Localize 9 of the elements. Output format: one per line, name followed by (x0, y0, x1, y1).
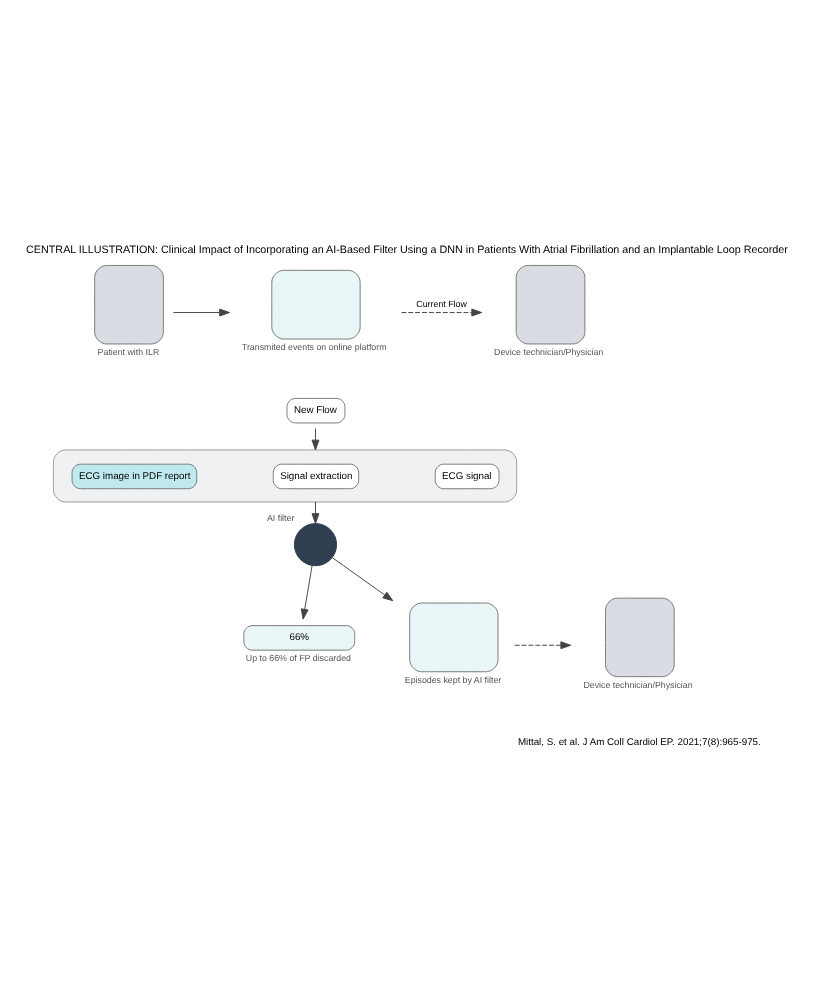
arrow (172, 308, 230, 317)
arrow (331, 557, 394, 602)
arrow (514, 641, 572, 650)
cluster (52, 449, 518, 503)
arrow (300, 565, 313, 620)
node-circle (293, 523, 338, 567)
arrow (311, 428, 320, 451)
arrow (401, 308, 483, 317)
arrow (311, 501, 320, 524)
